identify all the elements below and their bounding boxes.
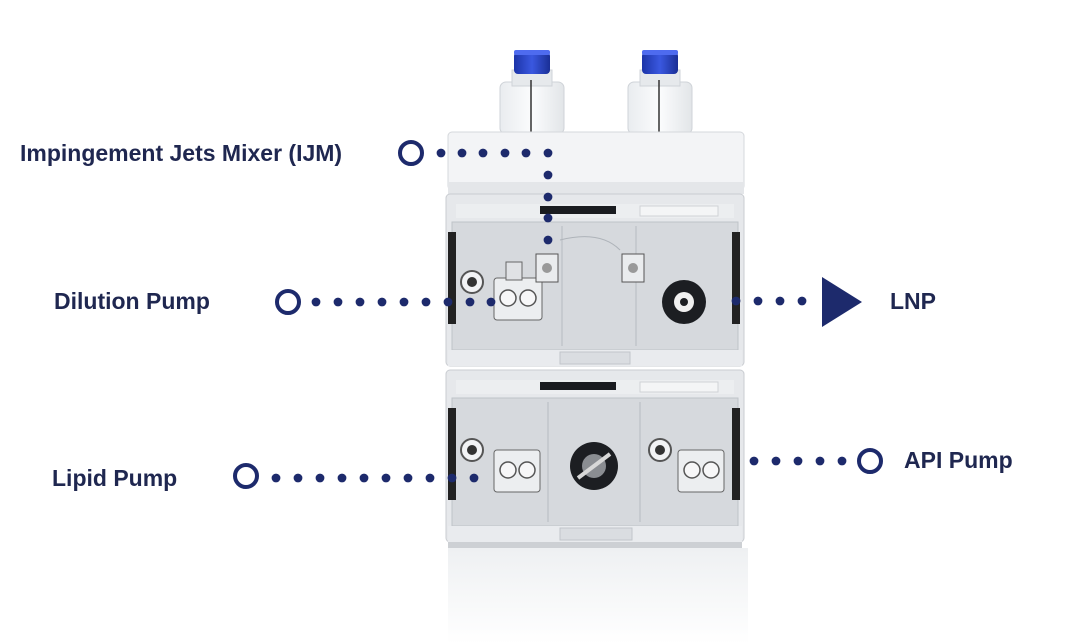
ijm-dotted-leader [436,148,553,245]
lower-module [445,369,745,543]
ijm-ring-icon [398,140,424,166]
api-pump-head [648,438,725,493]
label-dilution-pump: Dilution Pump [54,288,210,314]
api-dotted-leader [749,456,847,466]
solvent-tray [447,131,745,194]
lnp-valve-block [621,253,645,283]
injection-valve [662,280,706,324]
label-lnp: LNP [890,288,936,314]
solvent-bottle-left [499,50,565,135]
label-ijm: Impingement Jets Mixer (IJM) [20,140,343,166]
dilution-pump-head [460,261,543,321]
solvent-bottle-right [627,50,693,135]
lnp-triangle-arrow-icon [822,277,862,327]
ijm-mixer-block [535,253,559,283]
label-api-pump: API Pump [904,447,1013,473]
label-lipid-pump: Lipid Pump [52,465,178,491]
floor-reflection [448,548,748,644]
lipid-ring-icon [233,463,259,489]
api-ring-icon [857,448,883,474]
dilution-dotted-leader [311,297,496,307]
upper-module [445,193,745,367]
lipid-dotted-leader [271,473,479,483]
lnp-dotted-leader [731,296,807,306]
lipid-pump-head [460,438,541,493]
instrument-base [448,542,742,548]
mixer-dial [570,442,618,490]
dilution-ring-icon [275,289,301,315]
